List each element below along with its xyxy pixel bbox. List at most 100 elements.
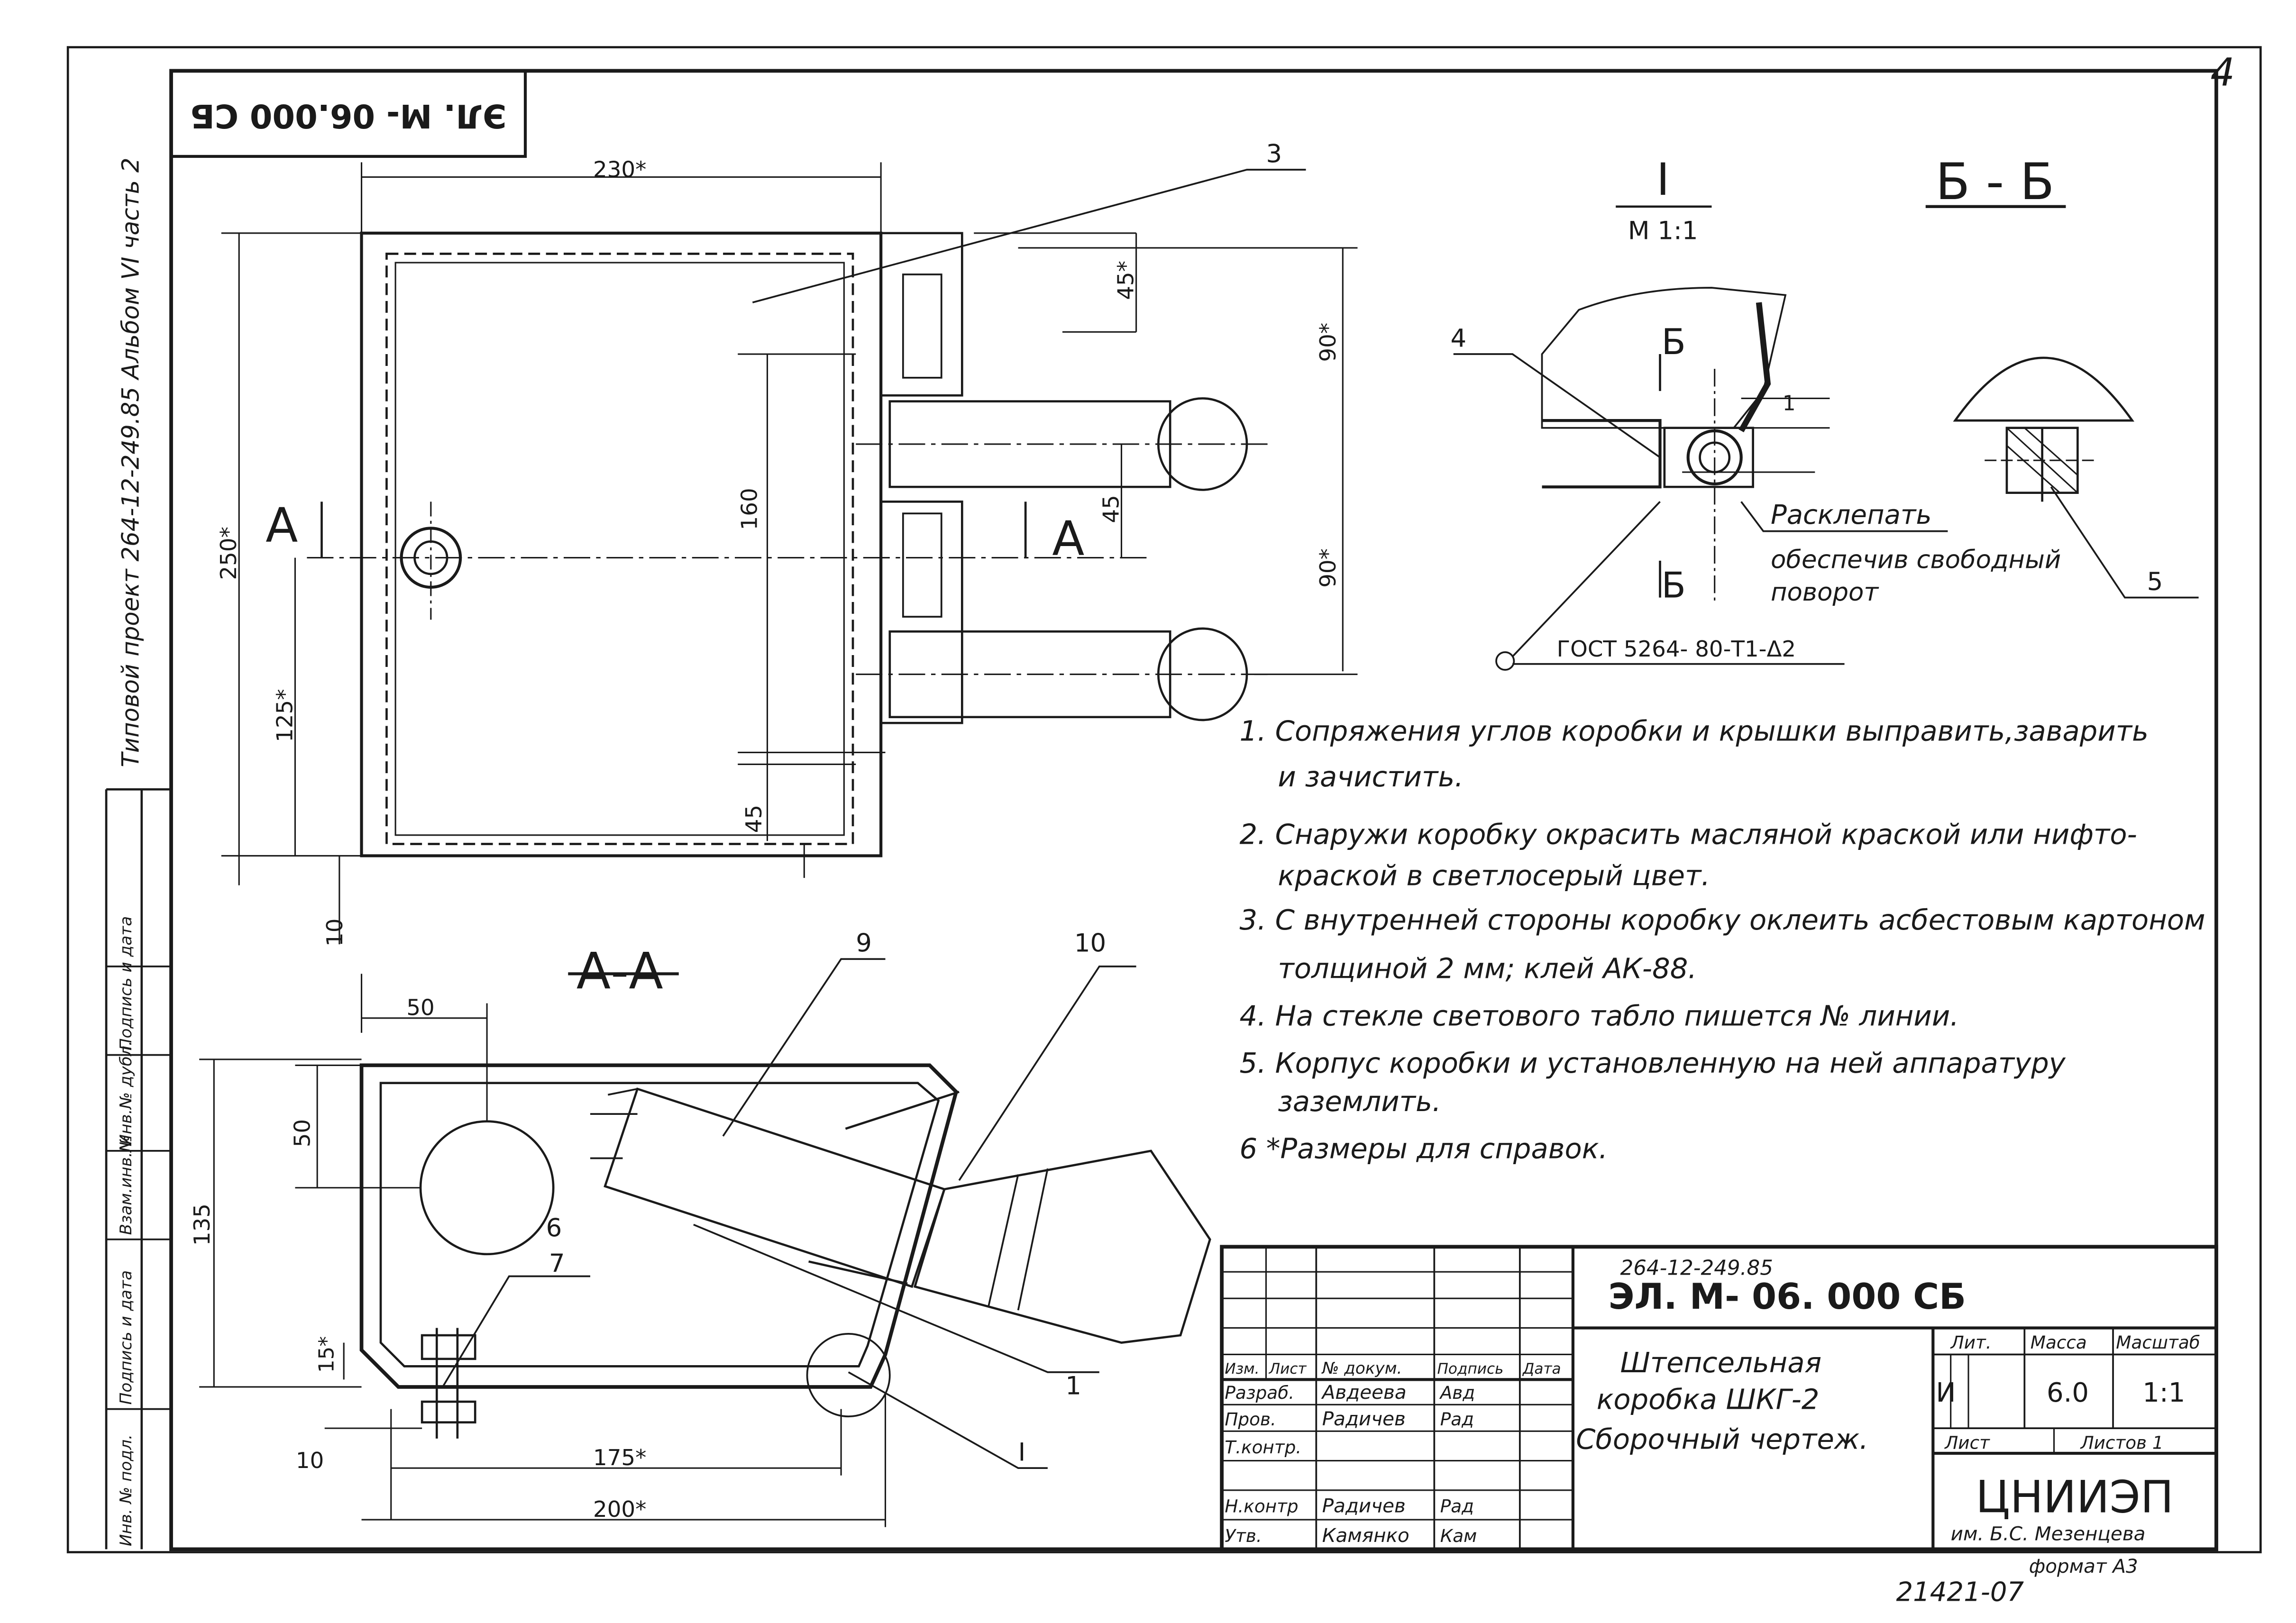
dim-90-top: 90* [1316,323,1341,362]
dim-135: 135 [190,1204,215,1246]
tb-doc-code: ЭЛ. М- 06. 000 СБ [1609,1276,1966,1317]
dim-160: 160 [737,488,763,530]
dim-45-mid: 45 [1098,495,1124,523]
side-cell-0: Инв. № подл. [117,1434,136,1546]
tb-name-1: Радичев [1322,1407,1406,1430]
tb-org-sub: им. Б.С. Мезенцева [1951,1523,2146,1545]
bottom-number: 21421-07 [1896,1577,2024,1607]
dim-200: 200* [593,1497,646,1523]
dim-45-bottom: 45 [741,805,767,833]
tb-role-0: Разраб. [1225,1382,1294,1403]
tb-header-izm: Изм. [1225,1360,1259,1377]
tb-header-date: Дата [1522,1360,1561,1377]
tb-name-0: Авдеева [1321,1381,1407,1404]
note-turn-1: обеспечив свободный [1771,545,2061,574]
dim-15: 15* [315,1336,338,1373]
note-line-6: 4. На стекле светового табло пишется № л… [1239,999,1959,1032]
label-3: 3 [1266,139,1282,168]
note-turn-2: поворот [1771,578,1879,607]
dim-50-height: 50 [290,1119,316,1147]
dim-10: 10 [322,919,348,947]
section-aa-title: А-А [576,942,663,1001]
tb-header-list: Лист [1269,1360,1307,1377]
section-aa [199,958,1211,1527]
format-label: формат А3 [2029,1555,2138,1577]
note-line-0: 1. Сопряжения углов коробки и крышки вып… [1239,715,2149,748]
dim-90-bottom: 90* [1316,548,1341,588]
tb-title-1: Штепсельная [1620,1346,1821,1379]
tb-sign-1: Рад [1440,1409,1474,1430]
label-I: I [1018,1438,1026,1467]
section-bb-title: Б - Б [1936,153,2055,211]
tb-sign-5: Кам [1440,1525,1477,1546]
outer-frame [66,46,2262,1553]
side-cell-3: Инв.№ дубл. [117,1040,136,1146]
tb-title-3: Сборочный чертеж. [1576,1423,1868,1456]
detail-i-title: I [1656,154,1670,206]
gost-label: ГОСТ 5264- 80-Т1-Δ2 [1557,637,1796,662]
dim-10-aa: 10 [296,1448,324,1474]
dim-250: 250* [216,527,242,580]
tb-role-4: Н.контр [1225,1496,1298,1517]
notes: 1. Сопряжения углов коробки и крышки вып… [1239,715,2205,1165]
section-bb [1925,205,2199,599]
tb-name-4: Радичев [1322,1495,1406,1517]
tb-role-2: Т.контр. [1225,1437,1301,1458]
tb-role-1: Пров. [1225,1409,1276,1430]
dim-45-top: 45* [1113,261,1139,300]
top-stamp-code: ЭЛ. М- 06.000 СБ [190,97,507,135]
section-a-right: А [1052,511,1084,566]
note-rivet: Расклепать [1771,500,1932,530]
tb-sign-4: Рад [1440,1496,1474,1517]
detail-i-scale: М 1:1 [1628,216,1698,245]
tb-mass-value: 6.0 [2047,1377,2089,1408]
side-strip: Типовой проект 264-12-249.85 Альбом VI ч… [105,158,172,1550]
section-b-lower: Б [1662,565,1686,606]
note-line-8: заземлить. [1278,1085,1441,1118]
tb-role-5: Утв. [1225,1525,1262,1546]
detail-i [1453,205,1948,671]
label-4: 4 [1451,324,1467,353]
title-block [1220,1245,2218,1551]
note-line-3: краской в светлосерый цвет. [1278,859,1710,892]
tb-org: ЦНИИЭП [1976,1472,2174,1523]
tb-mass-label: Масса [2031,1332,2087,1353]
tb-scale-label: Масштаб [2116,1332,2200,1353]
label-9: 9 [856,929,872,958]
note-line-4: 3. С внутренней стороны коробку оклеить … [1239,903,2205,936]
tb-doc-small: 264-12-249.85 [1620,1256,1773,1280]
top-stamp: ЭЛ. М- 06.000 СБ [169,69,527,158]
dim-1: 1 [1783,392,1796,415]
dim-230: 230* [593,157,646,183]
page-number: 4 [2210,51,2234,95]
label-7: 7 [549,1249,565,1278]
note-line-7: 5. Корпус коробки и установленную на ней… [1239,1047,2066,1079]
side-cell-2: Взам.инв.№ [117,1135,136,1235]
side-cell-4: Подпись и дата [117,916,136,1050]
note-line-1: и зачистить. [1278,760,1464,793]
side-cell-1: Подпись и дата [117,1270,136,1404]
dim-175: 175* [593,1445,646,1471]
section-b-upper: Б [1662,321,1686,363]
label-1: 1 [1065,1372,1081,1401]
inner-frame [169,69,2218,1551]
dim-50-width: 50 [406,995,434,1021]
label-10: 10 [1074,929,1106,958]
label-5: 5 [2147,567,2163,596]
tb-header-sign: Подпись [1437,1360,1504,1377]
top-view [221,162,1358,945]
note-line-5: толщиной 2 мм; клей АК-88. [1278,952,1697,985]
tb-sheet-label: Лист [1944,1432,1990,1453]
tb-lit-value: И [1936,1377,1956,1408]
tb-scale-value: 1:1 [2142,1377,2185,1408]
tb-header-doc: № докум. [1321,1359,1402,1378]
label-6: 6 [546,1213,562,1242]
dim-125: 125* [272,689,298,742]
tb-name-5: Камянко [1322,1524,1409,1547]
tb-sign-0: Авд [1439,1382,1475,1403]
side-project-title: Типовой проект 264-12-249.85 Альбом VI ч… [117,158,145,767]
tb-sheets-label: Листов 1 [2080,1432,2164,1453]
section-a-left: А [265,498,298,553]
note-line-2: 2. Снаружи коробку окрасить масляной кра… [1239,818,2137,850]
